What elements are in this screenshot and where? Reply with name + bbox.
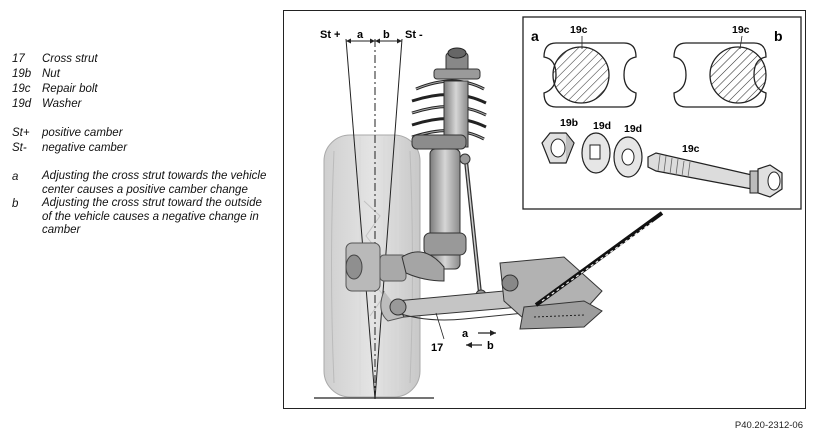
legend-code: St+ — [12, 127, 30, 139]
washer-19d-1-label: 19d — [593, 120, 611, 132]
view-a-label: a — [531, 28, 539, 44]
legend-item-washer: 19d Washer — [12, 97, 272, 112]
legend-code: 19c — [12, 83, 31, 95]
legend: 17 Cross strut 19b Nut 19c Repair bolt 1… — [12, 52, 272, 238]
legend-item-nut: 19b Nut — [12, 67, 272, 82]
legend-code: 19d — [12, 98, 32, 110]
subframe — [499, 256, 603, 330]
legend-code: a — [12, 171, 19, 183]
figure-id: P40.20-2312-06 — [734, 420, 803, 431]
slot-view-a — [543, 42, 637, 108]
detail-inset: a b 19c 19c 19b — [522, 16, 802, 210]
camber-lines — [345, 38, 403, 400]
legend-code: 17 — [12, 53, 25, 65]
nut-19b-label: 19b — [560, 117, 578, 129]
adjustment-arrows — [466, 330, 496, 348]
part-17-label: 17 — [431, 342, 443, 354]
suspension-illustration: St + St - a b — [314, 16, 802, 400]
slot-view-b — [673, 42, 767, 108]
legend-code: St- — [12, 142, 27, 154]
arrow-a-label: a — [462, 328, 469, 340]
legend-code: 19b — [12, 68, 32, 80]
legend-label: Cross strut — [42, 53, 98, 65]
stabilizer-link — [459, 153, 487, 301]
legend-item-cross-strut: 17 Cross strut — [12, 52, 272, 67]
legend-item-repair-bolt: 19c Repair bolt — [12, 82, 272, 97]
bolt-19c-b-label: 19c — [732, 24, 750, 36]
legend-item-positive-camber: St+ positive camber — [12, 126, 272, 141]
legend-label: Nut — [42, 68, 60, 80]
st-plus-label: St + — [320, 29, 340, 41]
washer-19d-2-label: 19d — [624, 123, 642, 135]
legend-item-negative-camber: St- negative camber — [12, 141, 272, 156]
legend-note-text: Adjusting the cross strut toward the out… — [42, 197, 262, 236]
legend-code: b — [12, 198, 19, 210]
legend-label: positive camber — [42, 127, 123, 139]
washer-19d-2 — [613, 136, 643, 178]
legend-note-a: a Adjusting the cross strut towards the … — [12, 170, 272, 197]
legend-label: Repair bolt — [42, 83, 98, 95]
legend-label: Washer — [42, 98, 82, 110]
bolt-19c-label: 19c — [682, 143, 700, 155]
suspension-figure: St + St - a b — [283, 10, 806, 409]
nut-19b — [541, 132, 575, 164]
repair-bolt-19c — [647, 152, 783, 198]
legend-note-text: Adjusting the cross strut towards the ve… — [42, 170, 267, 196]
camber-a-label: a — [357, 29, 364, 41]
strut-assembly — [401, 47, 487, 282]
view-b-label: b — [774, 28, 783, 44]
camber-b-label: b — [383, 29, 390, 41]
bolt-19c-a-label: 19c — [570, 24, 588, 36]
legend-label: negative camber — [42, 142, 128, 154]
st-minus-label: St - — [405, 29, 423, 41]
legend-note-b: b Adjusting the cross strut toward the o… — [12, 197, 272, 238]
cross-strut-17 — [389, 290, 525, 321]
arrow-b-label: b — [487, 340, 494, 352]
washer-19d-1 — [581, 132, 611, 174]
